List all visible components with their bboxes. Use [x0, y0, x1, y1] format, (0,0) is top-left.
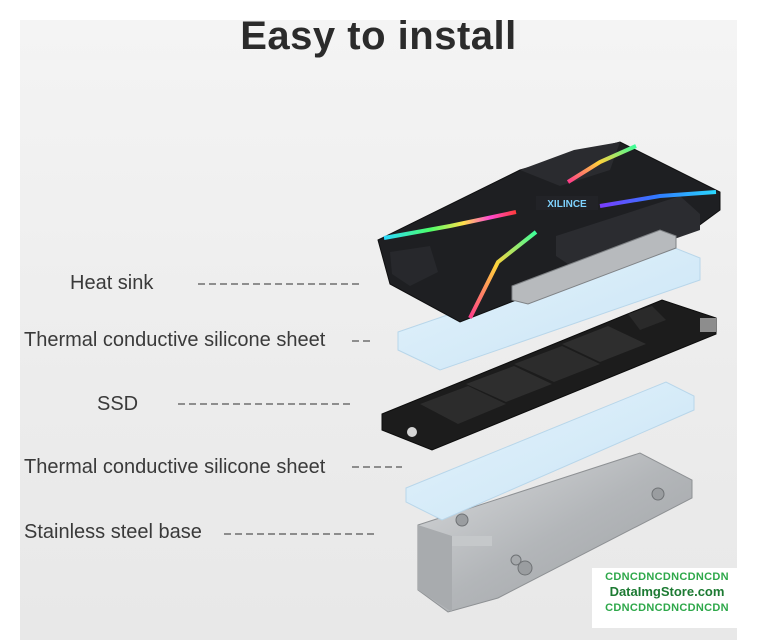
label-silicone-sheet-top-text: Thermal conductive silicone sheet [24, 329, 326, 351]
label-stainless-steel-base: Stainless steel base [24, 521, 202, 544]
label-heat-sink: Heat sink [70, 272, 153, 295]
label-heat-sink-text: Heat sink [70, 272, 154, 294]
label-ssd: SSD [97, 393, 138, 416]
ssd-board [381, 299, 717, 451]
stainless-steel-base [417, 452, 693, 613]
label-silicone-sheet-bottom: Thermal conductive silicone sheet [24, 456, 325, 479]
label-silicone-sheet-top: Thermal conductive silicone sheet [24, 329, 325, 352]
watermark-line-2: DataImgStore.com [609, 584, 725, 599]
watermark-line-3: CDNCDNCDNCDNCDN [605, 602, 729, 614]
label-ssd-text: SSD [97, 393, 139, 415]
page-title: Easy to install [240, 14, 517, 58]
label-silicone-sheet-bottom-text: Thermal conductive silicone sheet [24, 456, 326, 478]
heat-sink [377, 141, 721, 323]
watermark: CDNCDNCDNCDNCDN DataImgStore.com CDNCDNC… [592, 568, 742, 628]
heatsink-brand-text: XILINCE [547, 199, 587, 210]
label-stainless-steel-base-text: Stainless steel base [24, 521, 202, 543]
watermark-line-1: CDNCDNCDNCDNCDN [605, 571, 729, 583]
silicone-sheet-lower [405, 381, 695, 521]
